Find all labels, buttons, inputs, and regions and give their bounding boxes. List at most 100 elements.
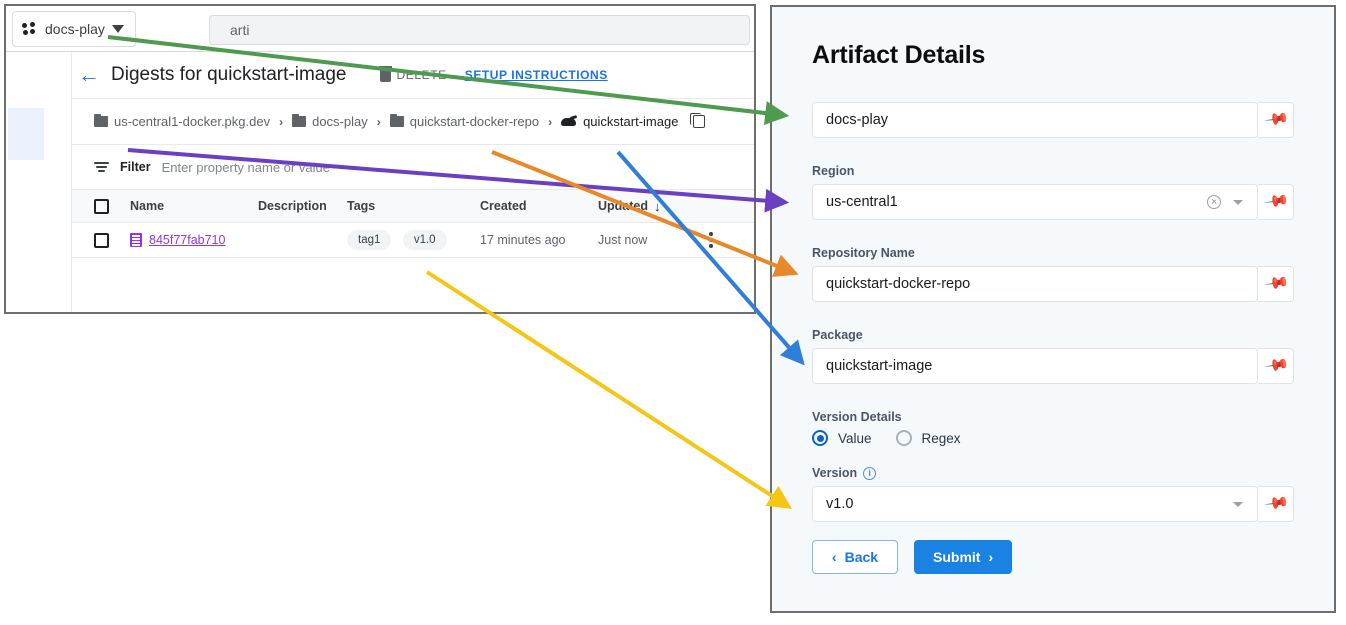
header-actions: DELETE SETUP INSTRUCTIONS	[379, 65, 608, 82]
project-input[interactable]: docs-play	[812, 102, 1258, 138]
pin-button-repository-name[interactable]: 📌	[1258, 266, 1294, 302]
version-details-group: Version Details Value Regex	[812, 410, 1294, 446]
version-input[interactable]: v1.0	[812, 486, 1258, 522]
column-header-created[interactable]: Created	[480, 199, 527, 213]
project-selector-chip[interactable]: docs-play	[12, 10, 136, 47]
chevron-right-icon: ›	[376, 114, 381, 129]
panel-actions: ‹ Back Submit ›	[812, 540, 1294, 574]
field-version: Version i v1.0 📌	[812, 466, 1294, 522]
global-search-input[interactable]: arti	[209, 15, 750, 45]
repository-name-label: Repository Name	[812, 246, 915, 260]
copy-icon[interactable]	[690, 113, 706, 128]
caret-down-icon	[111, 24, 124, 33]
main-content: ← Digests for quickstart-image DELETE SE…	[72, 52, 754, 312]
clear-icon[interactable]	[1207, 195, 1221, 209]
page-title: Digests for quickstart-image	[111, 64, 347, 85]
folder-icon	[389, 114, 404, 127]
artifact-details-panel: Artifact Details docs-play 📌 Region	[770, 5, 1336, 613]
page-header: ← Digests for quickstart-image DELETE SE…	[72, 52, 754, 99]
breadcrumb-item-repo[interactable]: quickstart-docker-repo	[389, 114, 539, 129]
select-all-checkbox[interactable]	[94, 198, 109, 214]
gcp-top-bar: docs-play arti	[6, 6, 754, 52]
chevron-right-icon: ›	[988, 549, 994, 565]
radio-regex[interactable]	[895, 430, 912, 446]
docker-whale-icon	[561, 116, 577, 128]
back-arrow-icon[interactable]: ←	[78, 62, 100, 87]
breadcrumb-item-image[interactable]: quickstart-image	[561, 114, 678, 129]
project-chip-label: docs-play	[45, 20, 105, 37]
cell-updated: Just now	[598, 233, 648, 247]
back-button-label: Back	[844, 549, 879, 565]
trash-icon	[379, 65, 393, 82]
version-label-text: Version	[812, 466, 858, 480]
version-details-label: Version Details	[812, 410, 902, 424]
cell-tags: tag1 v1.0	[347, 230, 480, 250]
breadcrumb-item-registry[interactable]: us-central1-docker.pkg.dev	[94, 114, 270, 129]
column-header-description[interactable]: Description	[258, 199, 327, 213]
kebab-menu-icon[interactable]	[709, 232, 713, 248]
pin-button-project[interactable]: 📌	[1258, 102, 1294, 138]
filter-input[interactable]: Enter property name or value	[161, 159, 330, 175]
pin-icon: 📌	[1262, 490, 1289, 517]
submit-button-label: Submit	[933, 549, 981, 565]
breadcrumb-item-project[interactable]: docs-play	[292, 114, 368, 129]
tag-chip[interactable]: v1.0	[402, 230, 447, 250]
version-label: Version i	[812, 466, 1294, 480]
delete-button[interactable]: DELETE	[379, 65, 447, 82]
column-header-name[interactable]: Name	[130, 199, 165, 213]
field-project: docs-play 📌	[812, 102, 1294, 138]
filter-icon[interactable]	[94, 161, 109, 173]
package-input[interactable]: quickstart-image	[812, 348, 1258, 384]
row-menu-cell[interactable]	[693, 232, 729, 248]
setup-instructions-link[interactable]: SETUP INSTRUCTIONS	[464, 68, 608, 82]
info-icon[interactable]: i	[863, 466, 877, 480]
breadcrumb-label: us-central1-docker.pkg.dev	[114, 114, 271, 129]
chevron-down-icon[interactable]	[1233, 501, 1243, 507]
left-nav-rail	[6, 52, 72, 312]
radio-value[interactable]	[812, 430, 828, 446]
table-row[interactable]: 845f77fab710 tag1 v1.0 17 minutes ago Ju…	[72, 223, 754, 258]
row-checkbox[interactable]	[94, 232, 109, 248]
pin-button-region[interactable]: 📌	[1258, 184, 1294, 220]
folder-icon	[94, 114, 108, 127]
tag-chip[interactable]: tag1	[347, 230, 392, 250]
package-label: Package	[812, 328, 863, 342]
project-dots-icon	[22, 21, 38, 36]
cell-created: 17 minutes ago	[480, 233, 566, 247]
global-search-value: arti	[230, 22, 250, 38]
chevron-down-icon[interactable]	[1233, 199, 1243, 205]
digest-link[interactable]: 845f77fab710	[149, 233, 226, 247]
breadcrumb-label: docs-play	[312, 114, 368, 129]
filter-bar: Filter Enter property name or value	[72, 145, 754, 190]
package-input-value: quickstart-image	[826, 358, 933, 374]
back-button[interactable]: ‹ Back	[812, 540, 898, 574]
breadcrumb: us-central1-docker.pkg.dev › docs-play ›…	[72, 99, 754, 145]
digests-table: Name Description Tags Created Updated ↓	[72, 190, 754, 258]
artifact-registry-window: docs-play arti ← Digests for quickstart-…	[4, 4, 756, 314]
column-header-tags[interactable]: Tags	[347, 199, 376, 213]
pin-button-version[interactable]: 📌	[1258, 486, 1294, 522]
delete-button-label: DELETE	[396, 68, 447, 82]
radio-value-label: Value	[838, 430, 872, 446]
pin-icon: 📌	[1262, 106, 1289, 133]
project-input-value: docs-play	[826, 112, 889, 128]
region-input[interactable]: us-central1	[812, 184, 1258, 220]
arrow-down-icon: ↓	[654, 198, 661, 214]
pin-icon: 📌	[1262, 188, 1289, 215]
breadcrumb-label: quickstart-image	[583, 114, 679, 129]
digest-icon	[130, 233, 142, 247]
folder-icon	[292, 114, 307, 127]
chevron-right-icon: ›	[279, 114, 284, 129]
pin-button-package[interactable]: 📌	[1258, 348, 1294, 384]
column-header-updated[interactable]: Updated ↓	[598, 199, 693, 214]
nav-rail-active-highlight[interactable]	[8, 108, 44, 160]
repository-name-input[interactable]: quickstart-docker-repo	[812, 266, 1258, 302]
submit-button[interactable]: Submit ›	[914, 540, 1013, 574]
chevron-left-icon: ‹	[831, 549, 837, 565]
pin-icon: 📌	[1262, 352, 1289, 379]
pin-icon: 📌	[1262, 270, 1289, 297]
region-input-value: us-central1	[826, 194, 898, 210]
cell-name: 845f77fab710	[130, 233, 258, 247]
filter-label: Filter	[120, 160, 151, 174]
